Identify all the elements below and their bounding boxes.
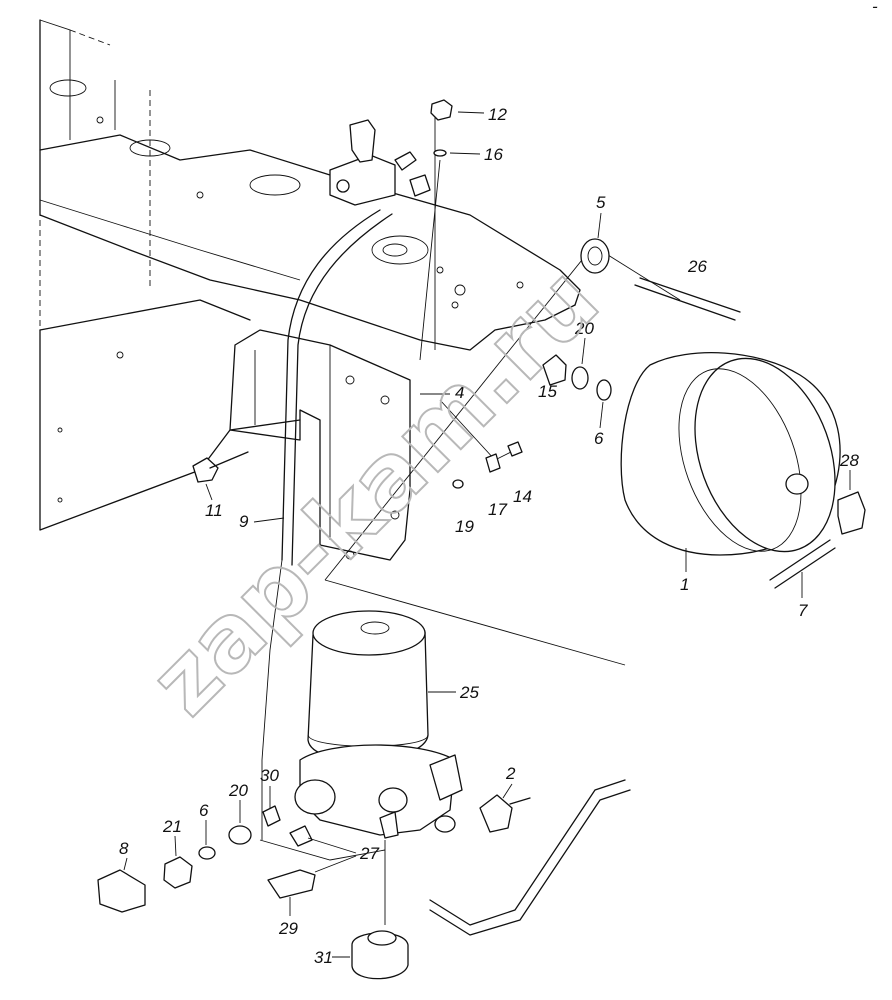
- callout-14: 14: [513, 487, 532, 506]
- callout-labels: 12 16 5 26 20 4 15 6 28 14 17 19 11 9 1 …: [119, 0, 878, 967]
- callout-30: 30: [260, 766, 279, 785]
- corner-mark: -: [872, 0, 878, 16]
- callout-9: 9: [239, 512, 249, 531]
- callout-7: 7: [798, 601, 808, 620]
- callout-4: 4: [455, 383, 464, 402]
- callout-31: 31: [314, 948, 333, 967]
- callout-20b: 20: [228, 781, 248, 800]
- pipe-9: [261, 209, 393, 840]
- callout-11: 11: [205, 501, 223, 520]
- connection-lines: [259, 110, 681, 936]
- callout-26: 26: [687, 257, 707, 276]
- callout-2: 2: [505, 764, 516, 783]
- callout-1: 1: [680, 575, 689, 594]
- callout-25: 25: [459, 683, 479, 702]
- small-parts: [192, 99, 866, 589]
- callout-6b: 6: [199, 801, 209, 820]
- callout-19: 19: [455, 517, 474, 536]
- callout-28: 28: [839, 451, 859, 470]
- valve-block: [329, 119, 431, 206]
- callout-27: 27: [359, 844, 379, 863]
- callout-21: 21: [162, 817, 182, 836]
- callout-12: 12: [488, 105, 507, 124]
- callout-17: 17: [488, 500, 507, 519]
- air-dryer-25: [294, 610, 531, 839]
- callout-29: 29: [278, 919, 298, 938]
- callout-15: 15: [538, 382, 557, 401]
- callout-16: 16: [484, 145, 503, 164]
- callout-20a: 20: [574, 319, 594, 338]
- callout-6a: 6: [594, 429, 604, 448]
- callout-5: 5: [596, 193, 606, 212]
- receiver-1: [620, 352, 841, 556]
- fittings: [97, 805, 409, 980]
- callout-8: 8: [119, 839, 129, 858]
